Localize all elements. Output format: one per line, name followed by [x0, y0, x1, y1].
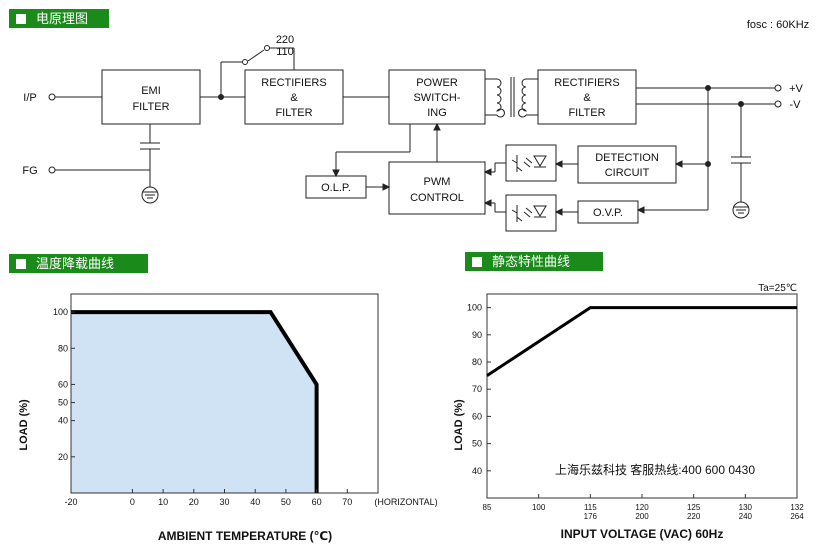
header-derating: 温度降载曲线	[9, 254, 148, 273]
rect2-line1: RECTIFIERS	[554, 77, 619, 89]
x-tick-label: 70	[342, 497, 352, 507]
x-tick-label-secondary: 220	[687, 512, 701, 521]
y-tick-label: 50	[472, 439, 482, 449]
square-icon	[472, 256, 482, 267]
y-tick-label: 60	[472, 411, 482, 421]
y-axis-title: LOAD (%)	[18, 399, 30, 451]
x-tick-label: 125	[687, 503, 701, 512]
switch-110: 110	[276, 46, 294, 58]
plus-v-label: +V	[789, 83, 803, 95]
y-tick-label: 80	[472, 357, 482, 367]
ip-label: I/P	[23, 92, 36, 104]
rect1-line1: RECTIFIERS	[261, 77, 326, 89]
y-tick-label: 40	[472, 466, 482, 476]
x-tick-label: 100	[532, 503, 546, 512]
emi-line1: EMI	[141, 85, 161, 97]
pwm-line2: CONTROL	[410, 192, 464, 204]
y-tick-label: 60	[58, 379, 68, 389]
header-static-label: 静态特性曲线	[492, 254, 571, 269]
x-tick-label: 30	[219, 497, 229, 507]
rectifier1-block	[244, 69, 344, 125]
y-tick-label: 40	[58, 416, 68, 426]
emi-filter-block	[101, 69, 201, 125]
x-axis-title: INPUT VOLTAGE (VAC) 60Hz	[561, 527, 724, 541]
x-tick-label: 50	[281, 497, 291, 507]
ps-line1: POWER	[416, 77, 458, 89]
rectifier2-block	[537, 69, 637, 125]
y-tick-label: 100	[467, 303, 482, 313]
x-tick-label: 130	[739, 503, 753, 512]
minus-v-label: -V	[790, 99, 802, 111]
x-tick-label: 40	[250, 497, 260, 507]
x-tick-label: 120	[635, 503, 649, 512]
static-line	[486, 306, 797, 377]
fg-label: FG	[22, 165, 37, 177]
ovp-label: O.V.P.	[593, 207, 623, 219]
header-static: 静态特性曲线	[465, 252, 603, 271]
derating-area	[71, 312, 317, 493]
x-tick-label: 85	[483, 503, 492, 512]
square-icon	[16, 258, 26, 269]
switch-220: 220	[276, 34, 294, 46]
watermark-text: 上海乐兹科技 客服热线:400 600 0430	[555, 462, 755, 477]
y-tick-label: 90	[472, 330, 482, 340]
rect2-line2: &	[583, 92, 591, 104]
optocoupler-bottom	[505, 194, 557, 232]
x-tick-label: 60	[312, 497, 322, 507]
detection-line1: DETECTION	[595, 152, 659, 164]
emi-line2: FILTER	[132, 101, 169, 113]
ps-line3: ING	[427, 107, 447, 119]
y-tick-label: 100	[53, 307, 68, 317]
x-tick-label: 20	[189, 497, 199, 507]
x-tick-label-secondary: 176	[584, 512, 598, 521]
ps-line2: SWITCH-	[413, 92, 460, 104]
fosc-label: fosc : 60KHz	[747, 19, 809, 31]
derating-chart: -20 0 10 20 30 40 50 60 70 (HORIZONTAL) 20 40 50 60 80…	[18, 293, 438, 543]
annotation-ta: Ta=25℃	[758, 283, 797, 294]
header-block-diagram-label: 电原理图	[36, 11, 89, 26]
header-derating-label: 温度降载曲线	[36, 256, 115, 271]
pwm-block	[388, 161, 486, 215]
x-tick-label: 0	[130, 497, 135, 507]
x-tick-label: 132	[790, 503, 804, 512]
y-axis-title: LOAD (%)	[453, 399, 465, 451]
rect1-line2: &	[290, 92, 298, 104]
pwm-line1: PWM	[424, 176, 451, 188]
x-tick-label-secondary: 264	[790, 512, 804, 521]
y-tick-label: 80	[58, 343, 68, 353]
y-tick-label: 70	[472, 384, 482, 394]
block-diagram: fosc : 60KHz I/P FG EMI FILTER RECTIFIER…	[22, 19, 809, 232]
detection-line2: CIRCUIT	[605, 167, 650, 179]
rect1-line3: FILTER	[275, 107, 312, 119]
x-tick-label: 115	[584, 503, 597, 512]
y-tick-label: 20	[58, 452, 68, 462]
olp-label: O.L.P.	[321, 182, 351, 194]
derating-line	[71, 310, 319, 493]
header-block-diagram: 电原理图	[9, 9, 109, 28]
x-tick-label-secondary: 200	[635, 512, 649, 521]
x-tick-label-secondary: 240	[739, 512, 753, 521]
x-tick-label: -20	[64, 497, 77, 507]
x-tick-label: 10	[158, 497, 168, 507]
x-note-label: (HORIZONTAL)	[374, 497, 437, 507]
y-tick-label: 50	[58, 398, 68, 408]
optocoupler-top	[505, 144, 557, 182]
x-axis-title: AMBIENT TEMPERATURE (℃)	[158, 529, 332, 543]
square-icon	[16, 13, 26, 24]
rect2-line3: FILTER	[568, 107, 605, 119]
